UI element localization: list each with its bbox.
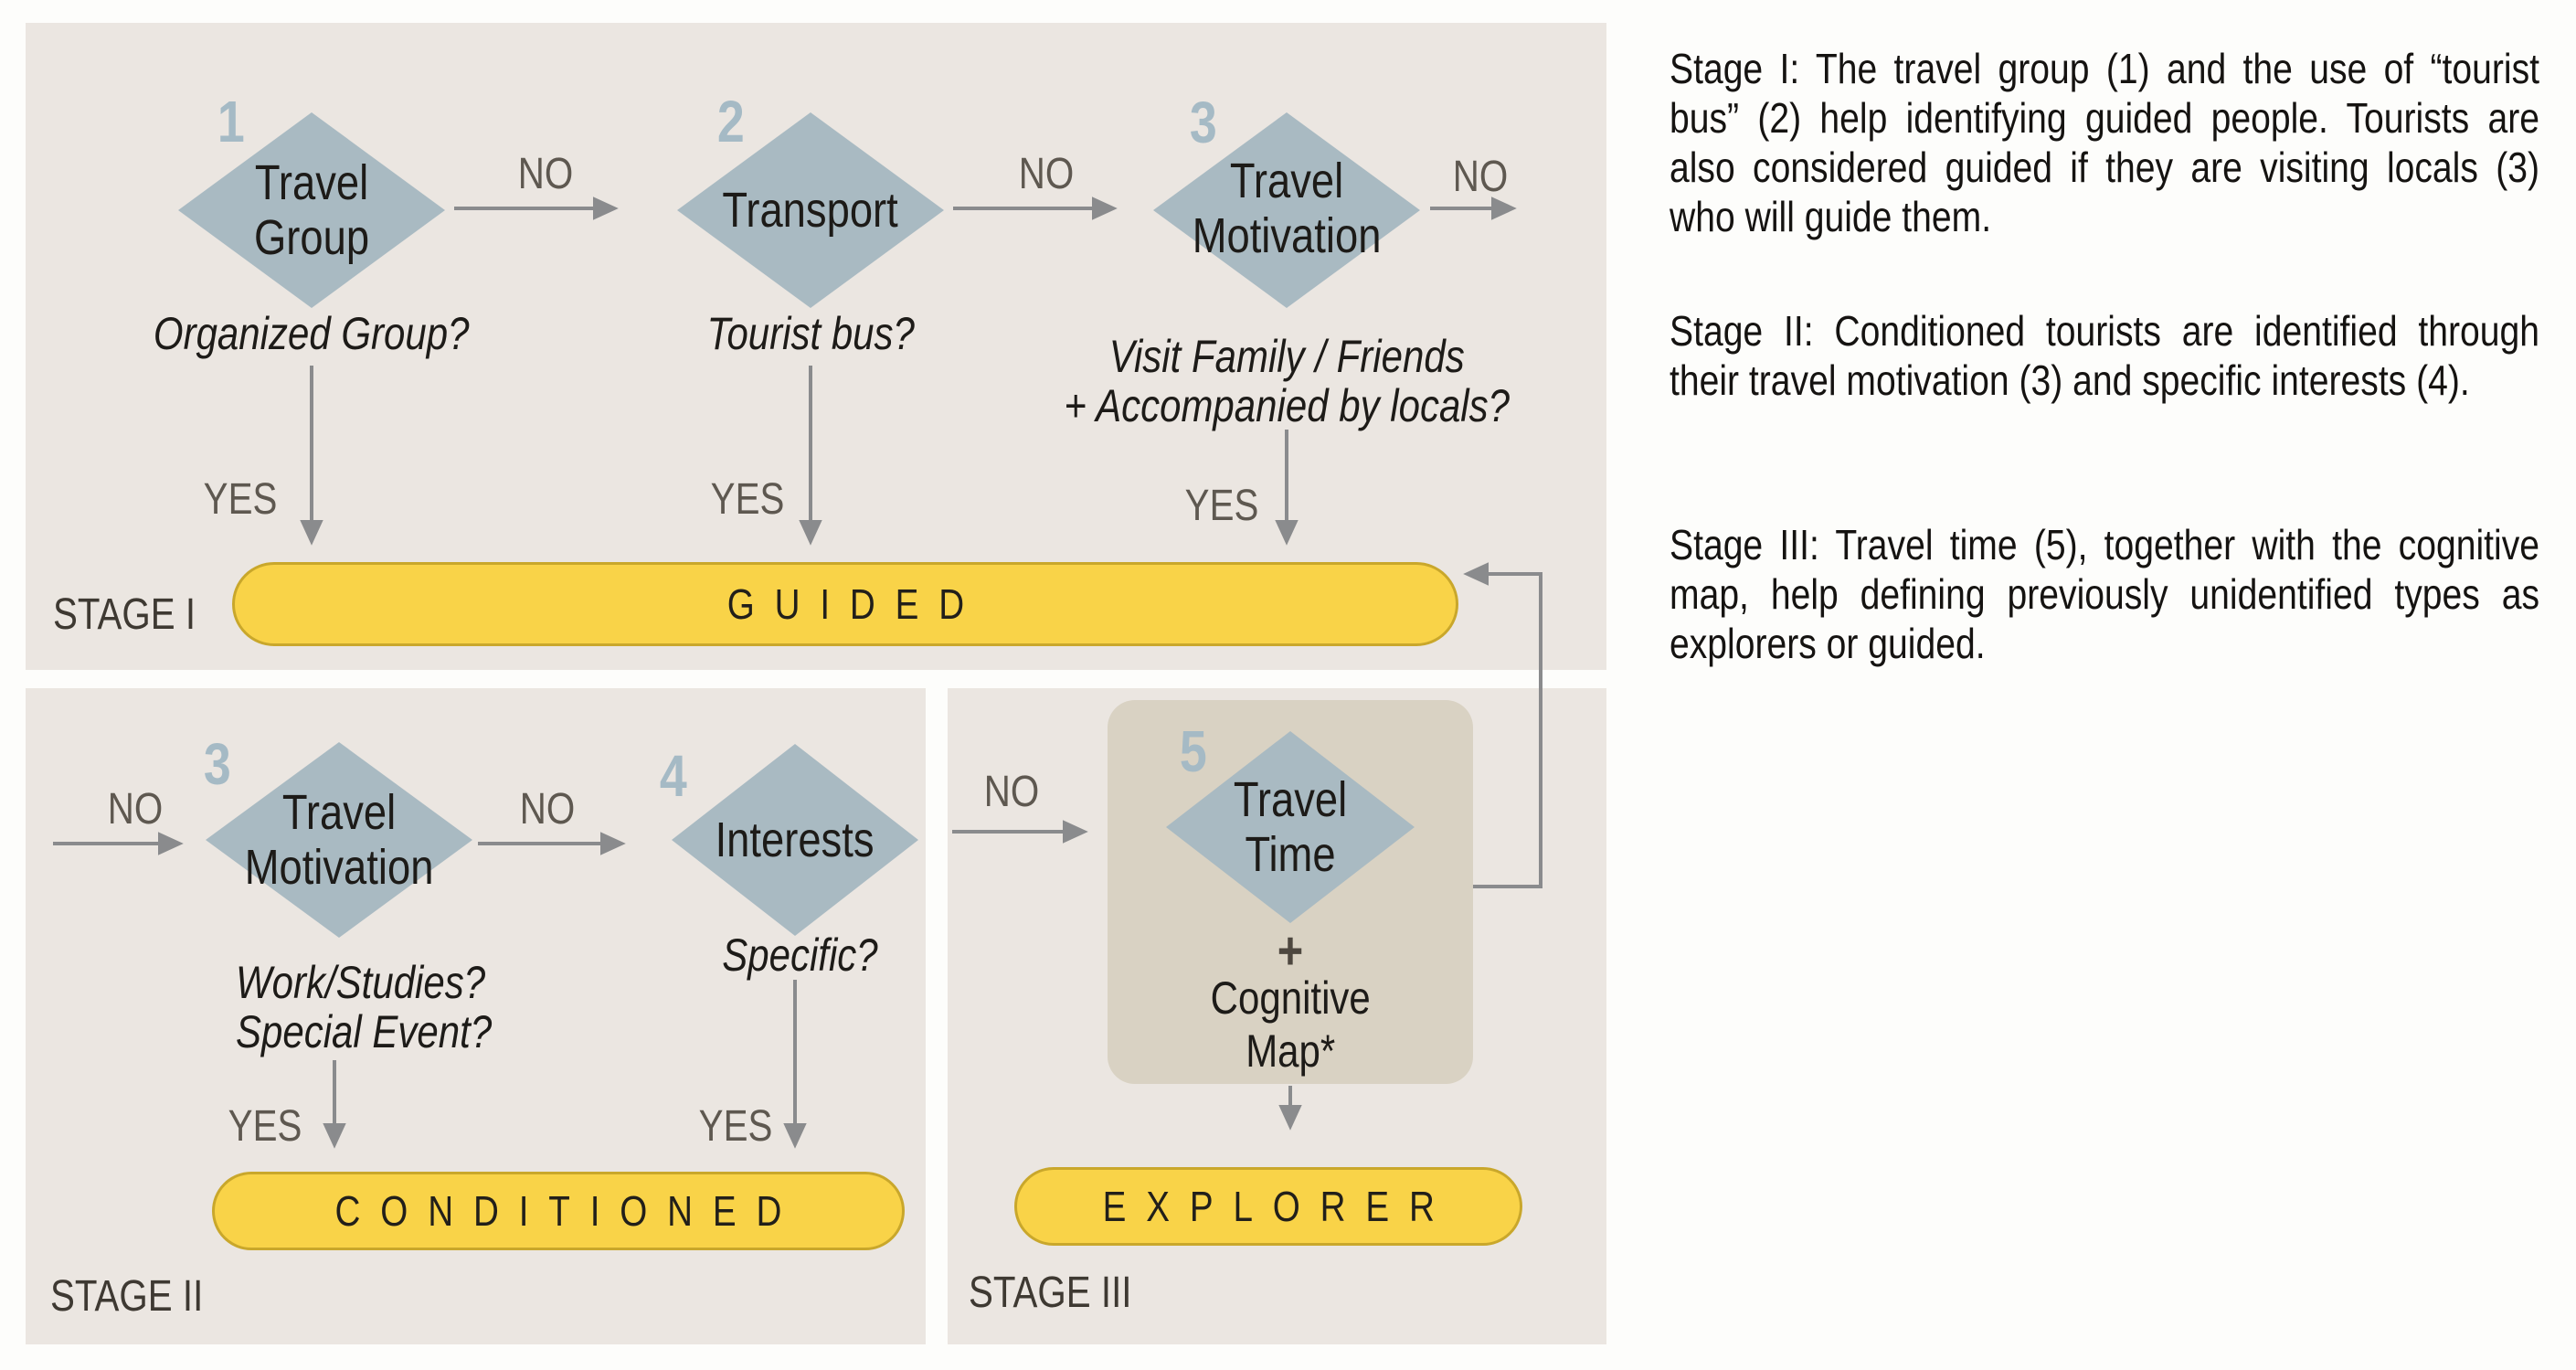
question-tourist-bus: Tourist bus? xyxy=(706,308,915,359)
yes-label-3: YES xyxy=(1184,481,1259,530)
conditioned-pill-label: CONDITIONED xyxy=(334,1187,802,1235)
yes-label-5: YES xyxy=(698,1101,773,1151)
diamond-label-transport: Transport xyxy=(722,183,899,238)
diamond-interests xyxy=(672,744,918,936)
diamond-label-interests: Interests xyxy=(716,812,875,867)
arrow-feedback-to-guided xyxy=(1463,562,1542,888)
node-number-3-s1: 3 xyxy=(1190,90,1217,155)
conditioned-pill: CONDITIONED xyxy=(212,1172,905,1250)
diamond-travel-motivation-s2 xyxy=(206,742,472,938)
node-number-3-s2: 3 xyxy=(204,731,231,797)
guided-pill-label: GUIDED xyxy=(726,580,984,628)
diamond-travel-motivation-s1 xyxy=(1153,112,1420,308)
diamond-transport xyxy=(677,112,944,308)
explorer-pill: EXPLORER xyxy=(1014,1167,1522,1246)
legend-stage2-paragraph: Stage II: Conditioned tourists are ident… xyxy=(1670,307,2539,404)
yes-label-1: YES xyxy=(203,474,278,524)
yes-label-2: YES xyxy=(710,474,785,524)
stage2-label: STAGE II xyxy=(50,1271,204,1321)
yes-label-4: YES xyxy=(228,1101,302,1151)
guided-pill: GUIDED xyxy=(232,562,1458,646)
no-label-3: NO xyxy=(1452,152,1509,201)
stage1-label: STAGE I xyxy=(53,589,196,639)
question-visit-family: Visit Family / Friends+ Accompanied by l… xyxy=(1064,331,1510,431)
stage3-label: STAGE III xyxy=(969,1268,1132,1317)
node-number-4: 4 xyxy=(660,743,687,809)
diamond-travel-time xyxy=(1166,731,1415,923)
diamond-travel-group xyxy=(178,112,445,308)
question-organized-group: Organized Group? xyxy=(154,308,470,359)
legend-stage3-paragraph: Stage III: Travel time (5), together wit… xyxy=(1670,521,2539,667)
no-label-4: NO xyxy=(107,784,164,834)
node-number-5: 5 xyxy=(1180,718,1207,784)
no-label-1: NO xyxy=(517,149,574,198)
no-label-6: NO xyxy=(983,767,1040,816)
question-specific: Specific? xyxy=(721,929,878,981)
explorer-pill-label: EXPLORER xyxy=(1102,1183,1455,1230)
node-number-2: 2 xyxy=(717,89,745,154)
legend-stage1-paragraph: Stage I: The travel group (1) and the us… xyxy=(1670,45,2539,240)
plus-sign: + xyxy=(1277,920,1304,981)
no-label-5: NO xyxy=(519,784,576,834)
no-label-2: NO xyxy=(1018,149,1075,198)
node-number-1: 1 xyxy=(217,89,245,154)
question-work-studies: Work/Studies?Special Event? xyxy=(236,957,493,1057)
